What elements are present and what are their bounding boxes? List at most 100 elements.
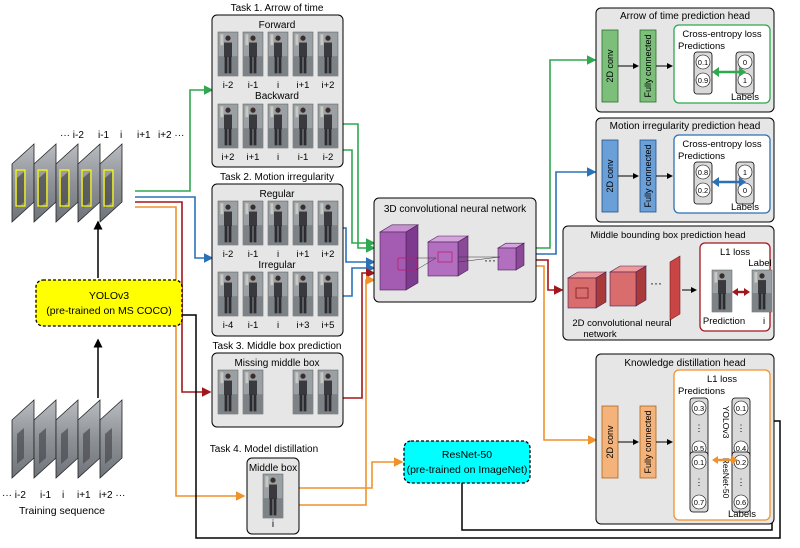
seq-bottom-label-3: i+1 bbox=[77, 490, 91, 501]
arrow-cnn-to-motion-head bbox=[536, 167, 597, 255]
middle-head-label-index: i bbox=[763, 316, 765, 327]
resnet-title: ResNet-50 bbox=[442, 449, 492, 461]
cnn3d-block-2 bbox=[496, 242, 526, 271]
task4-frame-thumb bbox=[262, 473, 284, 519]
arrow-head-lab-value-1: 1 bbox=[743, 76, 747, 85]
task2-regular-label: Regular bbox=[259, 189, 295, 200]
motion-head-loss: Cross-entropy loss bbox=[682, 139, 761, 150]
cnn3d-block-1 bbox=[426, 235, 470, 277]
task1-backward-frame-label-0: i+2 bbox=[222, 152, 235, 163]
seq-top-frame-3 bbox=[77, 143, 101, 223]
training-sequence-caption: Training sequence bbox=[19, 505, 105, 517]
arrow-seq-to-task1 bbox=[135, 85, 214, 192]
middle-head-cnn-label-1: 2D convolutional neural bbox=[572, 318, 671, 329]
kd-head-title: Knowledge distillation head bbox=[624, 358, 745, 369]
seq-bottom-label-0: ··· i-2 bbox=[2, 490, 26, 501]
cnn2d-block-0 bbox=[566, 271, 608, 309]
task1-backward-frame-label-2: i bbox=[277, 152, 279, 163]
task1-forward-frame-label-4: i+2 bbox=[322, 80, 335, 91]
task2-irregular-frame-label-1: i-1 bbox=[248, 320, 259, 331]
task2-regular-frame-label-4: i+2 bbox=[322, 249, 335, 260]
seq-top-frame-2 bbox=[55, 143, 79, 223]
kd-head-conv-label: 2D conv bbox=[605, 425, 615, 459]
task3-frames bbox=[217, 369, 339, 415]
arrow-head-pred-value-1: 0.9 bbox=[698, 76, 708, 85]
arrow-head-lab-value-0: 0 bbox=[743, 58, 747, 67]
seq-bottom-frame-4 bbox=[99, 399, 123, 479]
cnn3d-kernel-1 bbox=[437, 251, 453, 263]
arrow-task1-backward-to-cnn bbox=[336, 149, 376, 248]
motion-head-pred-cell-1 bbox=[695, 182, 711, 198]
task2-regular-frame-2 bbox=[267, 200, 289, 246]
arrow-task1-forward-to-cnn bbox=[336, 123, 376, 253]
cnn3d-kernel-projection-0 bbox=[415, 257, 437, 271]
motion-head-conv-label: 2D conv bbox=[605, 159, 615, 193]
seq-top-label-1: i-1 bbox=[98, 130, 110, 141]
arrow-head-fc-label: Fully connected bbox=[643, 34, 653, 97]
task3-frame-4 bbox=[317, 369, 339, 415]
kd-pred-top-value-0: 0.3 bbox=[694, 404, 704, 413]
motion-head-lab-cell-0 bbox=[737, 164, 753, 180]
task4-frame bbox=[262, 473, 284, 519]
arrow-head-labels: Labels bbox=[731, 92, 759, 103]
cnn2d-block-1 bbox=[608, 265, 648, 307]
arrow-cnn-to-arrow-head bbox=[536, 55, 597, 249]
task2-regular-frame-label-0: i-2 bbox=[223, 249, 234, 260]
connection-arrows bbox=[93, 55, 781, 539]
task2-irregular-frame-2 bbox=[267, 271, 289, 317]
middle-head-loss: L1 loss bbox=[720, 247, 750, 258]
frame-stack-top bbox=[11, 143, 123, 223]
task2-regular-frame-1 bbox=[242, 200, 264, 246]
kd-pred-bot-value-1: 0.7 bbox=[694, 498, 704, 507]
task1-backward-frame-0 bbox=[217, 103, 239, 149]
task4-label: i bbox=[272, 519, 274, 530]
resnet-subtitle: (pre-trained on ImageNet) bbox=[407, 464, 528, 476]
kd-lab-top-value-1: 0.4 bbox=[736, 444, 746, 453]
cnn2d-kernel-0 bbox=[575, 287, 589, 299]
task1-forward-frame-1 bbox=[242, 31, 264, 77]
middle-head-title: Middle bounding box prediction head bbox=[590, 230, 745, 241]
seq-top-frame-1 bbox=[33, 143, 57, 223]
cnn3d-title: 3D convolutional neural network bbox=[384, 204, 527, 215]
kd-head-loss: L1 loss bbox=[707, 374, 737, 385]
arrow-head-lab-cell-0 bbox=[737, 54, 753, 70]
kd-label-bottom-vector: 0.20.6⋮ bbox=[731, 451, 751, 513]
seq-bottom-frame-1 bbox=[33, 399, 57, 479]
arrow-task4-to-resnet bbox=[284, 457, 404, 489]
kd-lab-bot-value-0: 0.2 bbox=[736, 458, 746, 467]
arrow-cnn-to-middle-head bbox=[536, 259, 564, 295]
kd-pred-top-cell-0 bbox=[691, 400, 707, 416]
arrow-head-predictions-label: Predictions bbox=[678, 41, 725, 52]
task2-regular-frame-4 bbox=[317, 200, 339, 246]
motion-head-predictions-label: Predictions bbox=[678, 151, 725, 162]
task4-title: Task 4. Model distillation bbox=[210, 444, 318, 455]
task2-title: Task 2. Motion irregularity bbox=[220, 172, 334, 183]
middle-head-prediction-crop bbox=[711, 269, 733, 313]
task1-forward-label: Forward bbox=[259, 20, 296, 31]
task3-frame-1 bbox=[242, 369, 264, 415]
kd-label-top-vector: 0.10.4⋮ bbox=[731, 397, 751, 459]
middle-head-prediction-label: Prediction bbox=[703, 316, 745, 327]
task1-title: Task 1. Arrow of time bbox=[231, 3, 324, 14]
task3-frame-0 bbox=[217, 369, 239, 415]
motion-head-pred-value-1: 0.2 bbox=[698, 186, 708, 195]
kd-lab-bot-dots: ⋮ bbox=[737, 477, 746, 487]
task1-forward-frame-label-3: i+1 bbox=[297, 80, 310, 91]
task2-irregular-frame-label-2: i bbox=[277, 320, 279, 331]
task1-forward-frame-0 bbox=[217, 31, 239, 77]
kd-lab-top-cell-0 bbox=[733, 400, 749, 416]
task1-backward-frame-4 bbox=[317, 103, 339, 149]
task1-backward-frame-label-1: i+1 bbox=[247, 152, 260, 163]
kd-head-labels: Labels bbox=[728, 509, 756, 520]
seq-bottom-frame-3 bbox=[77, 399, 101, 479]
motion-head-prediction-vector: 0.80.2 bbox=[693, 161, 713, 205]
task3-subtitle: Missing middle box bbox=[234, 358, 319, 369]
kd-pred-top-value-1: 0.5 bbox=[694, 444, 704, 453]
task1-forward-frame-4 bbox=[317, 31, 339, 77]
task2-regular-frame-label-1: i-1 bbox=[248, 249, 259, 260]
task2-irregular-frame-label-3: i+3 bbox=[297, 320, 310, 331]
arrow-head-title: Arrow of time prediction head bbox=[620, 11, 750, 22]
